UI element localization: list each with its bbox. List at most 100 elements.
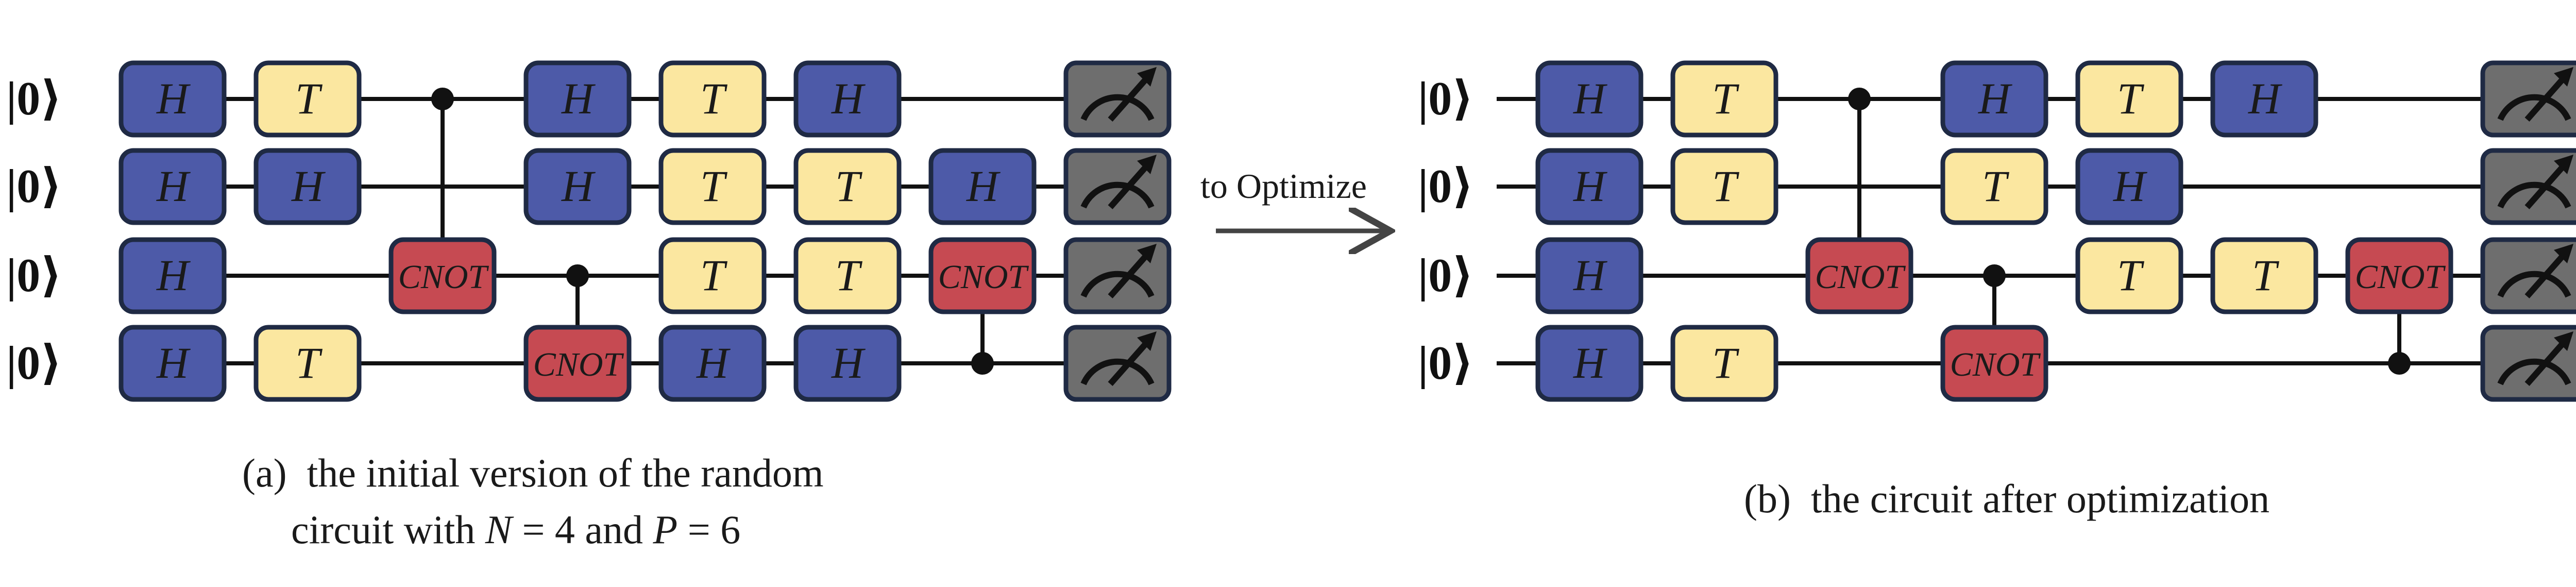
t-gate: T bbox=[253, 325, 362, 402]
cnot-label: CNOT bbox=[1950, 346, 2041, 383]
meter-arc-icon bbox=[1080, 271, 1155, 298]
gate-box bbox=[2210, 237, 2318, 314]
gate-label: H bbox=[1978, 74, 2012, 123]
measurement-gate bbox=[1063, 237, 1172, 314]
caption-a: (a) the initial version of the random bbox=[242, 447, 824, 499]
meter-needle-icon bbox=[2524, 161, 2569, 209]
gate-label: T bbox=[2117, 250, 2144, 300]
gate-box bbox=[928, 148, 1037, 225]
cnot-label: CNOT bbox=[1815, 258, 1906, 296]
gate-label: H bbox=[291, 161, 326, 211]
cnot-label: CNOT bbox=[938, 258, 1029, 296]
arrow-label: to Optimize bbox=[1200, 166, 1367, 206]
gate-box bbox=[793, 237, 902, 314]
gate-label: T bbox=[700, 161, 727, 211]
meter-needle-icon bbox=[1108, 161, 1152, 209]
hadamard-gate: H bbox=[793, 325, 902, 402]
ket-label: |0⟩ bbox=[1418, 72, 1473, 125]
gate-box bbox=[658, 325, 767, 402]
meter-arrowhead-icon bbox=[2554, 331, 2573, 351]
hadamard-gate: H bbox=[523, 60, 632, 138]
meter-needle-icon bbox=[1108, 338, 1152, 386]
gate-label: T bbox=[1712, 74, 1739, 123]
measurement-gate bbox=[1063, 325, 1172, 402]
cnot-box bbox=[523, 325, 632, 402]
gate-box bbox=[658, 237, 767, 314]
hadamard-gate: H bbox=[793, 60, 902, 138]
gate-box bbox=[523, 60, 632, 138]
gate-label: T bbox=[1712, 338, 1739, 388]
hadamard-gate: H bbox=[1535, 237, 1643, 314]
gate-label: T bbox=[700, 74, 727, 123]
hadamard-gate: H bbox=[523, 148, 632, 225]
meter-needle-icon bbox=[2524, 250, 2569, 298]
gate-box bbox=[2075, 148, 2183, 225]
ket-label: |0⟩ bbox=[1418, 249, 1473, 301]
meter-arc-icon bbox=[2497, 94, 2571, 121]
meter-needle-icon bbox=[1108, 73, 1152, 122]
gate-label: T bbox=[295, 74, 323, 123]
ket-label: |0⟩ bbox=[6, 249, 62, 301]
cnot-label: CNOT bbox=[533, 346, 624, 383]
gate-label: H bbox=[1573, 250, 1607, 300]
hadamard-gate: H bbox=[2075, 148, 2183, 225]
cnot-gate: CNOT bbox=[1940, 264, 2048, 402]
gate-label: T bbox=[835, 250, 862, 300]
caption-a-second-line: circuit with N = 4 and P = 6 bbox=[291, 504, 740, 556]
control-dot bbox=[971, 352, 994, 375]
gate-box bbox=[118, 237, 227, 314]
meter-arrowhead-icon bbox=[1137, 331, 1157, 351]
hadamard-gate: H bbox=[2210, 60, 2318, 138]
control-dot bbox=[2388, 352, 2411, 375]
t-gate: T bbox=[793, 148, 902, 225]
cnot-box bbox=[928, 237, 1037, 314]
caption-eq1: = 4 and bbox=[512, 507, 653, 552]
t-gate: T bbox=[658, 148, 767, 225]
meter-arc-icon bbox=[2497, 181, 2571, 209]
gate-label: H bbox=[831, 338, 866, 388]
gate-box bbox=[793, 325, 902, 402]
measurement-gate bbox=[1063, 148, 1172, 225]
gate-label: T bbox=[1982, 161, 2009, 211]
gate-label: H bbox=[1573, 74, 1607, 123]
meter-arc-icon bbox=[2497, 358, 2571, 385]
gate-box bbox=[658, 60, 767, 138]
gate-label: T bbox=[295, 338, 323, 388]
gate-label: H bbox=[2113, 161, 2147, 211]
control-dot bbox=[1848, 88, 1871, 110]
cnot-label: CNOT bbox=[398, 258, 489, 296]
ket-label: |0⟩ bbox=[6, 160, 62, 212]
hadamard-gate: H bbox=[1535, 60, 1643, 138]
gate-label: H bbox=[1573, 338, 1607, 388]
gate-box bbox=[253, 60, 362, 138]
gate-box bbox=[793, 148, 902, 225]
gate-box bbox=[1535, 148, 1643, 225]
gate-label: H bbox=[966, 161, 1001, 211]
cnot-box bbox=[1940, 325, 2048, 402]
hadamard-gate: H bbox=[118, 325, 227, 402]
caption-var-n: N bbox=[485, 507, 512, 552]
control-dot bbox=[1983, 264, 2006, 287]
gate-label: H bbox=[696, 338, 731, 388]
t-gate: T bbox=[1670, 325, 1778, 402]
gate-box bbox=[2075, 60, 2183, 138]
gate-box bbox=[118, 148, 227, 225]
meter-needle-icon bbox=[1108, 250, 1152, 298]
ket-label: |0⟩ bbox=[1418, 160, 1473, 212]
meter-arc-icon bbox=[1080, 358, 1155, 385]
gate-box bbox=[2210, 60, 2318, 138]
caption-b-prefix: (b) bbox=[1744, 476, 1791, 521]
gate-box bbox=[793, 60, 902, 138]
caption-a-line2-pre: circuit with bbox=[291, 507, 485, 552]
hadamard-gate: H bbox=[118, 237, 227, 314]
gate-label: T bbox=[700, 250, 727, 300]
gate-label: T bbox=[2117, 74, 2144, 123]
caption-b: (b) the circuit after optimization bbox=[1744, 473, 2269, 525]
hadamard-gate: H bbox=[928, 148, 1037, 225]
measurement-gate bbox=[2480, 237, 2576, 314]
gate-box bbox=[1670, 325, 1778, 402]
meter-arrowhead-icon bbox=[2554, 155, 2573, 174]
gate-box bbox=[658, 148, 767, 225]
